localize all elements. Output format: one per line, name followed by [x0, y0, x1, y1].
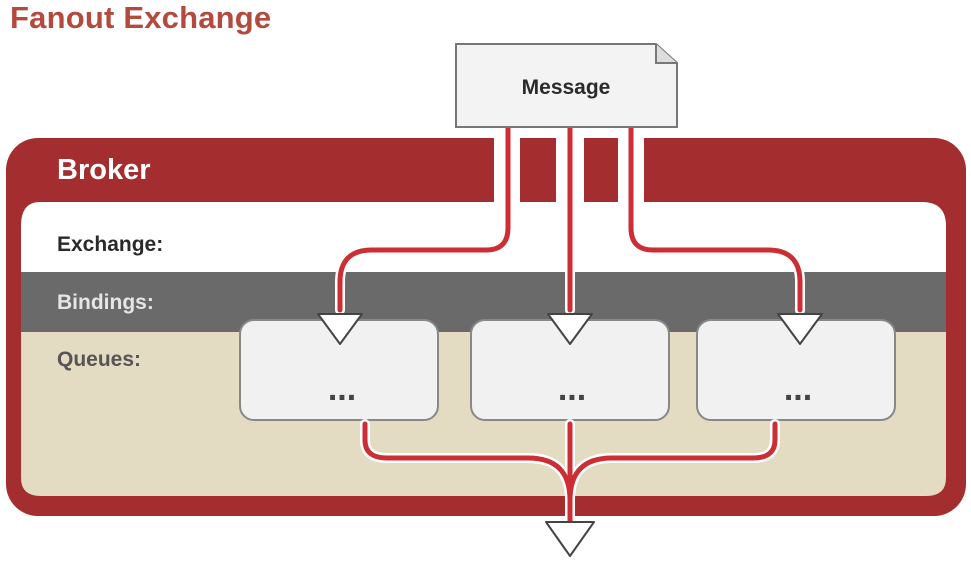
arrow-down-icon	[777, 313, 823, 345]
arrow-down-icon	[547, 313, 593, 345]
message-label: Message	[522, 76, 611, 99]
route-line-right	[628, 125, 803, 313]
message-routing-lines	[335, 123, 805, 525]
route-line-left	[337, 125, 511, 313]
broker-label: Broker	[57, 154, 151, 186]
arrow-down-icon	[317, 313, 363, 345]
queues-label: Queues:	[57, 348, 141, 371]
arrow-down-icon	[545, 521, 595, 557]
consume-line-right	[567, 421, 778, 523]
bindings-label: Bindings:	[57, 291, 154, 314]
queue-label-2: ...	[558, 370, 586, 408]
queue-label-3: ...	[784, 370, 812, 408]
exchange-label: Exchange:	[57, 233, 163, 256]
document-icon: Message	[455, 43, 678, 128]
queue-box-1: ...	[239, 319, 439, 421]
queue-box-3: ...	[696, 319, 896, 421]
page-title: Fanout Exchange	[10, 0, 272, 35]
queue-label-1: ...	[328, 370, 356, 408]
message-box	[455, 43, 678, 128]
